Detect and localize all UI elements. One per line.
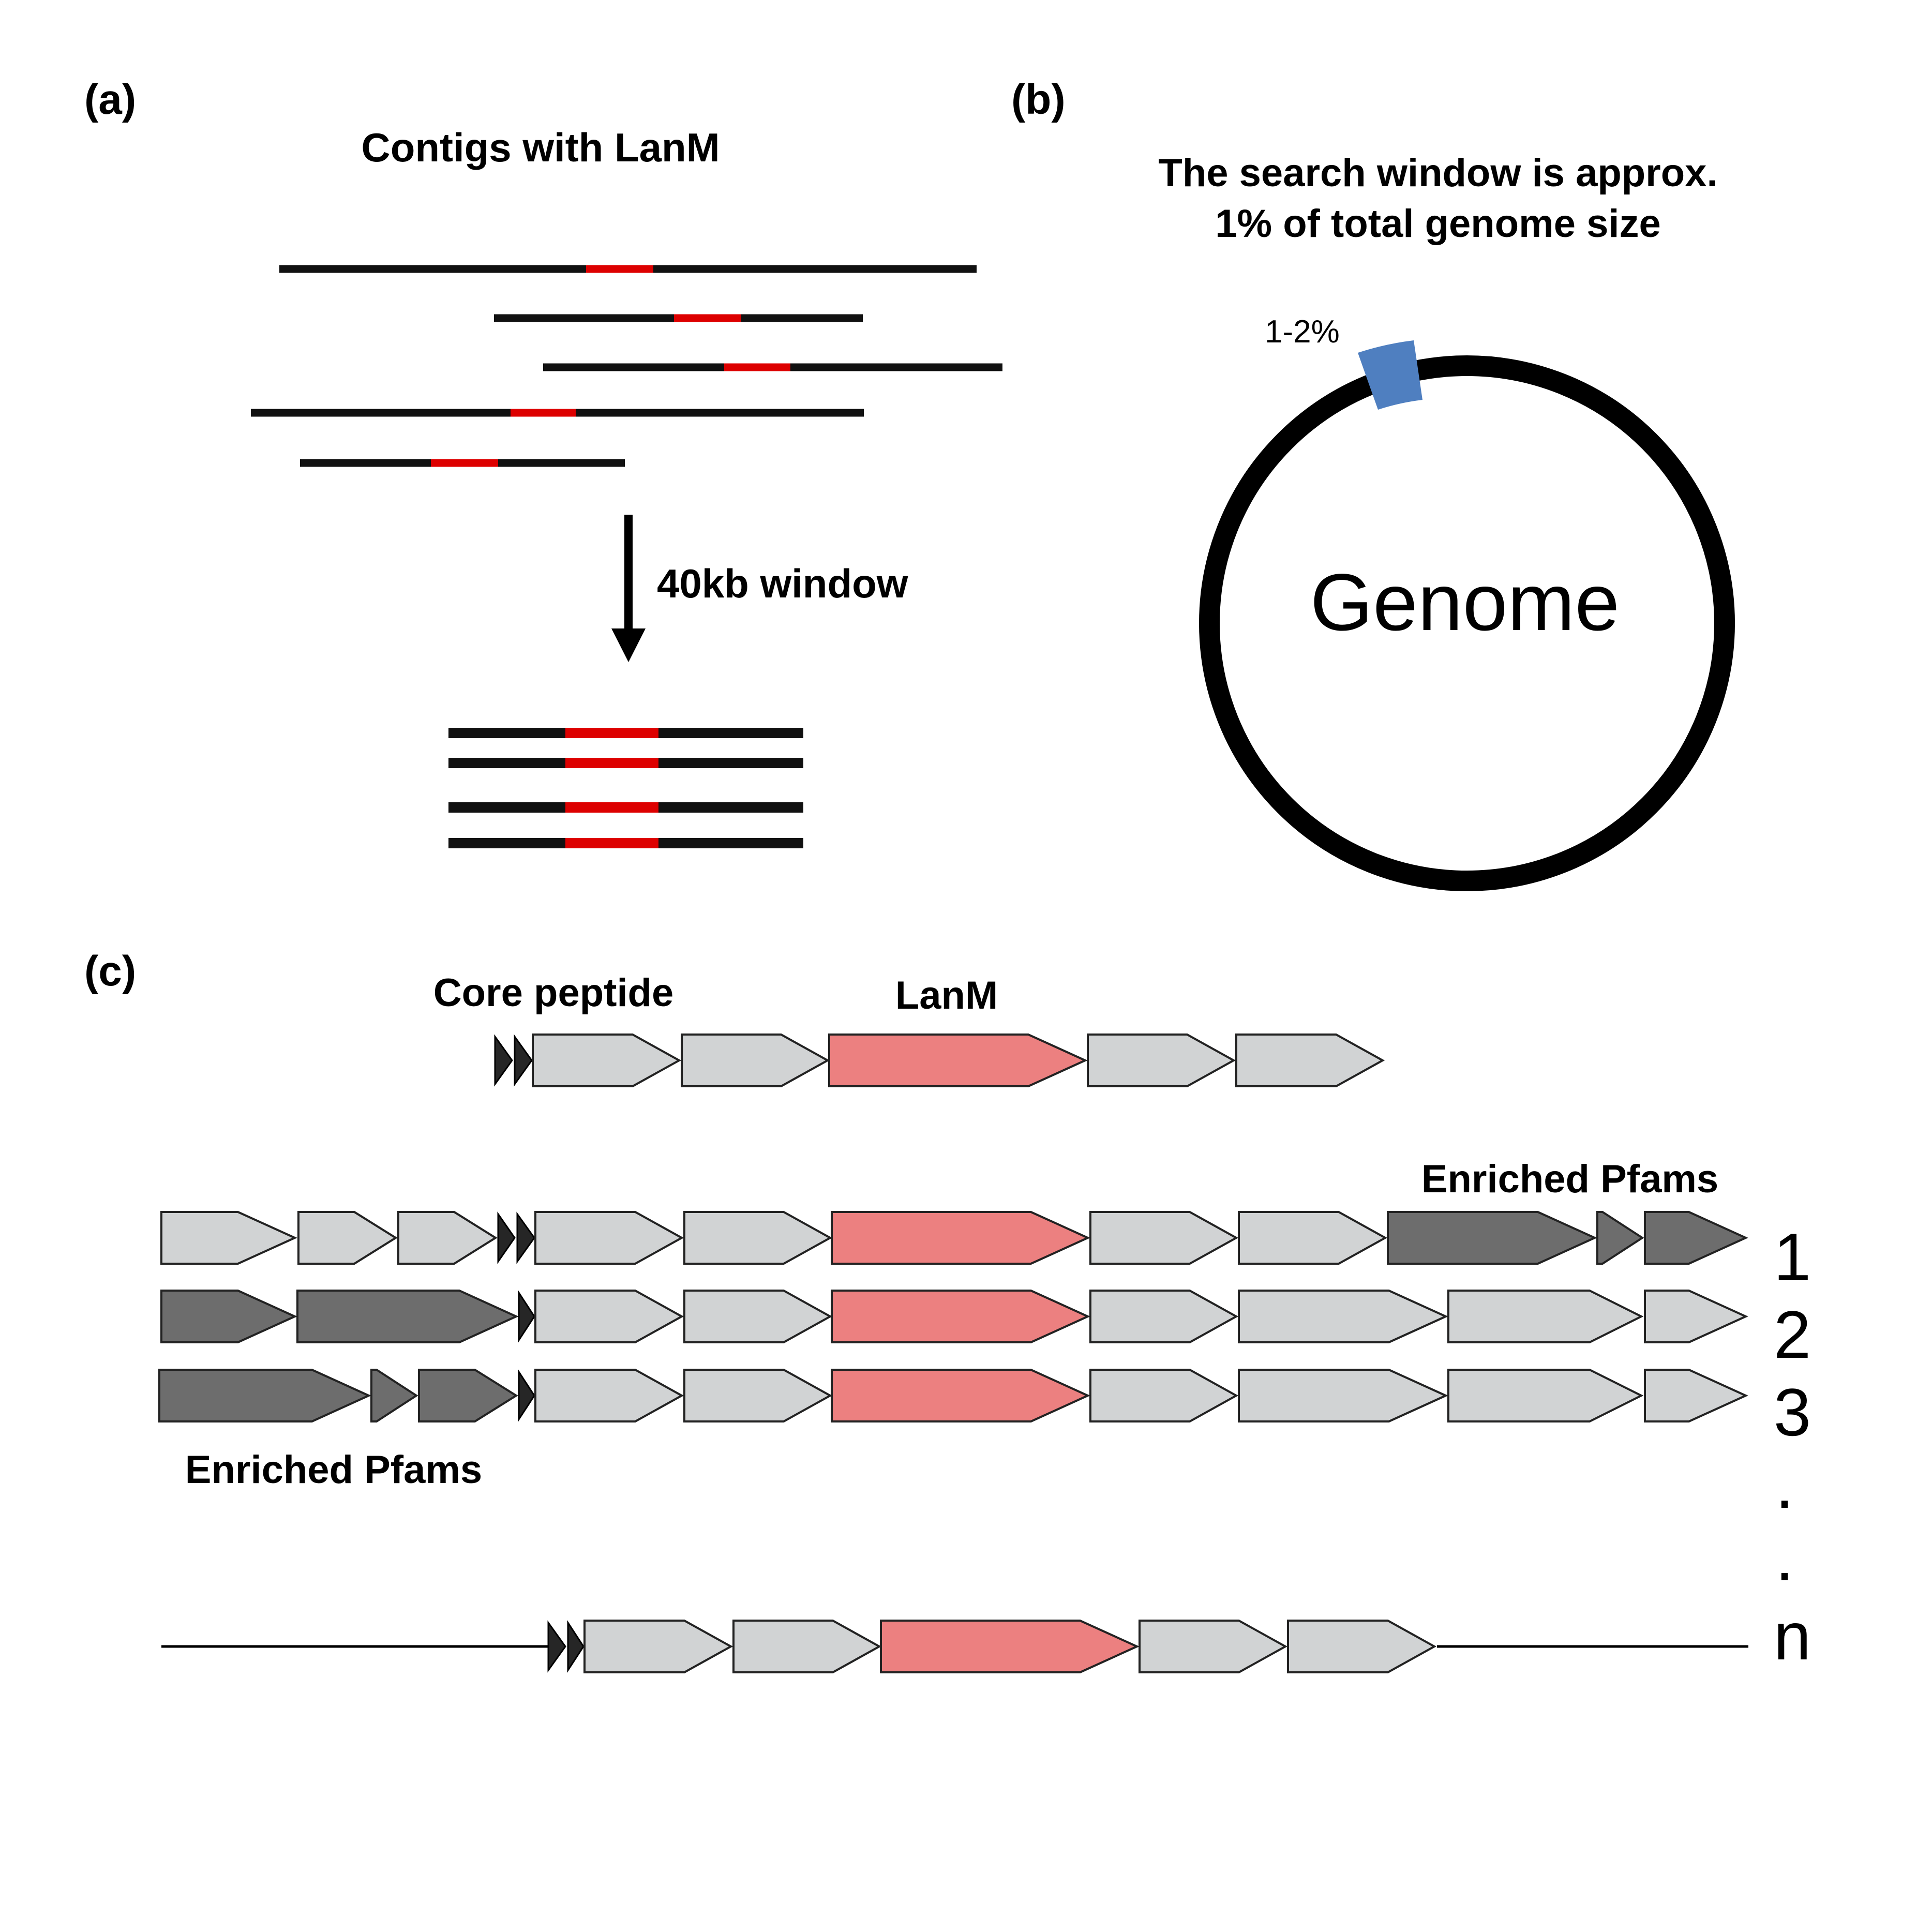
row-label-1: 1 (1774, 1219, 1811, 1295)
window-arrow (611, 515, 646, 662)
gene-track-5 (547, 1620, 1437, 1673)
row-label-ellipsis-2: . (1775, 1519, 1794, 1595)
gene-arrow (732, 1620, 882, 1673)
lanm-gene-arrow (831, 1211, 1090, 1265)
gene-arrow (534, 1211, 684, 1265)
enriched-pfams-label-bottom: Enriched Pfams (185, 1448, 482, 1492)
panel-a: (a) Contigs with LanM 40kb window (84, 76, 1002, 848)
gene-arrow (534, 1290, 684, 1343)
gene-arrow (1287, 1620, 1437, 1673)
gene-track-4 (158, 1369, 1748, 1422)
gene-arrow (1087, 1034, 1236, 1087)
gene-arrow (1644, 1290, 1748, 1343)
row-label-n: n (1774, 1598, 1811, 1674)
gene-arrow (297, 1211, 398, 1265)
contig-set-aligned (448, 728, 803, 848)
gene-track-1 (494, 1034, 1385, 1087)
panel-b-title-line2: 1% of total genome size (1215, 202, 1661, 246)
core-peptide-arrow (518, 1369, 535, 1422)
gene-arrow (1089, 1211, 1239, 1265)
gene-arrow (683, 1369, 833, 1422)
gene-arrow (681, 1034, 830, 1087)
core-peptide-arrow (567, 1620, 585, 1673)
gene-cluster-tracks (158, 1034, 1748, 1673)
gene-track-2 (160, 1211, 1748, 1265)
genome-ring (1199, 355, 1735, 891)
enriched-pfam-gene-arrow (370, 1369, 418, 1422)
gene-arrow (1139, 1620, 1288, 1673)
enriched-pfam-gene-arrow (1596, 1211, 1644, 1265)
row-label-ellipsis-1: . (1775, 1447, 1794, 1522)
panel-b: (b) The search window is approx. 1% of t… (1011, 76, 1735, 891)
gene-arrow (1447, 1369, 1644, 1422)
gene-arrow (160, 1211, 297, 1265)
gene-arrow (1447, 1290, 1644, 1343)
lanm-gene-arrow (831, 1369, 1090, 1422)
gene-arrow (397, 1211, 498, 1265)
search-window-arc (1358, 340, 1422, 410)
panel-c-label: (c) (84, 948, 136, 995)
enriched-pfam-gene-arrow (158, 1369, 371, 1422)
enriched-pfam-gene-arrow (1644, 1211, 1748, 1265)
core-peptide-arrow (516, 1211, 535, 1264)
gene-arrow (1235, 1034, 1385, 1087)
gene-arrow (683, 1290, 833, 1343)
core-peptide-arrow (547, 1620, 566, 1673)
panel-a-title: Contigs with LanM (361, 125, 720, 170)
enriched-pfams-label-top: Enriched Pfams (1421, 1157, 1718, 1201)
enriched-pfam-gene-arrow (296, 1290, 519, 1343)
row-label-2: 2 (1774, 1297, 1811, 1372)
panel-c: (c) Core peptide LanM Enriched Pfams Enr… (84, 948, 1811, 1674)
lanm-gene-arrow (831, 1290, 1090, 1343)
gene-arrow (534, 1369, 684, 1422)
lanm-label: LanM (895, 974, 998, 1017)
gene-arrow (1238, 1211, 1388, 1265)
core-peptide-arrow (497, 1211, 516, 1264)
core-peptide-arrow (494, 1034, 513, 1087)
panel-b-title-line1: The search window is approx. (1158, 151, 1717, 195)
gene-track-3 (160, 1290, 1748, 1343)
panel-a-label: (a) (84, 76, 136, 123)
window-arrow-label: 40kb window (657, 561, 908, 606)
gene-arrow (1089, 1369, 1239, 1422)
row-label-3: 3 (1774, 1374, 1811, 1450)
gene-arrow (1238, 1290, 1448, 1343)
gene-arrow (1089, 1290, 1239, 1343)
lanm-gene-arrow (880, 1620, 1140, 1673)
core-peptide-arrow (518, 1290, 535, 1343)
gene-arrow (1644, 1369, 1748, 1422)
window-fraction-label: 1-2% (1265, 314, 1340, 350)
arrow-head-icon (611, 628, 646, 662)
gene-arrow (532, 1034, 682, 1087)
enriched-pfam-gene-arrow (1387, 1211, 1597, 1265)
genome-label: Genome (1310, 558, 1620, 648)
enriched-pfam-gene-arrow (418, 1369, 518, 1422)
gene-arrow (1238, 1369, 1448, 1422)
core-peptide-arrow (514, 1034, 533, 1087)
contig-set-unaligned (251, 265, 1002, 467)
enriched-pfam-gene-arrow (160, 1290, 297, 1343)
panel-b-label: (b) (1011, 76, 1066, 123)
gene-arrow (683, 1211, 833, 1265)
gene-arrow (583, 1620, 733, 1673)
lanm-gene-arrow (828, 1034, 1088, 1087)
core-peptide-label: Core peptide (433, 971, 674, 1015)
